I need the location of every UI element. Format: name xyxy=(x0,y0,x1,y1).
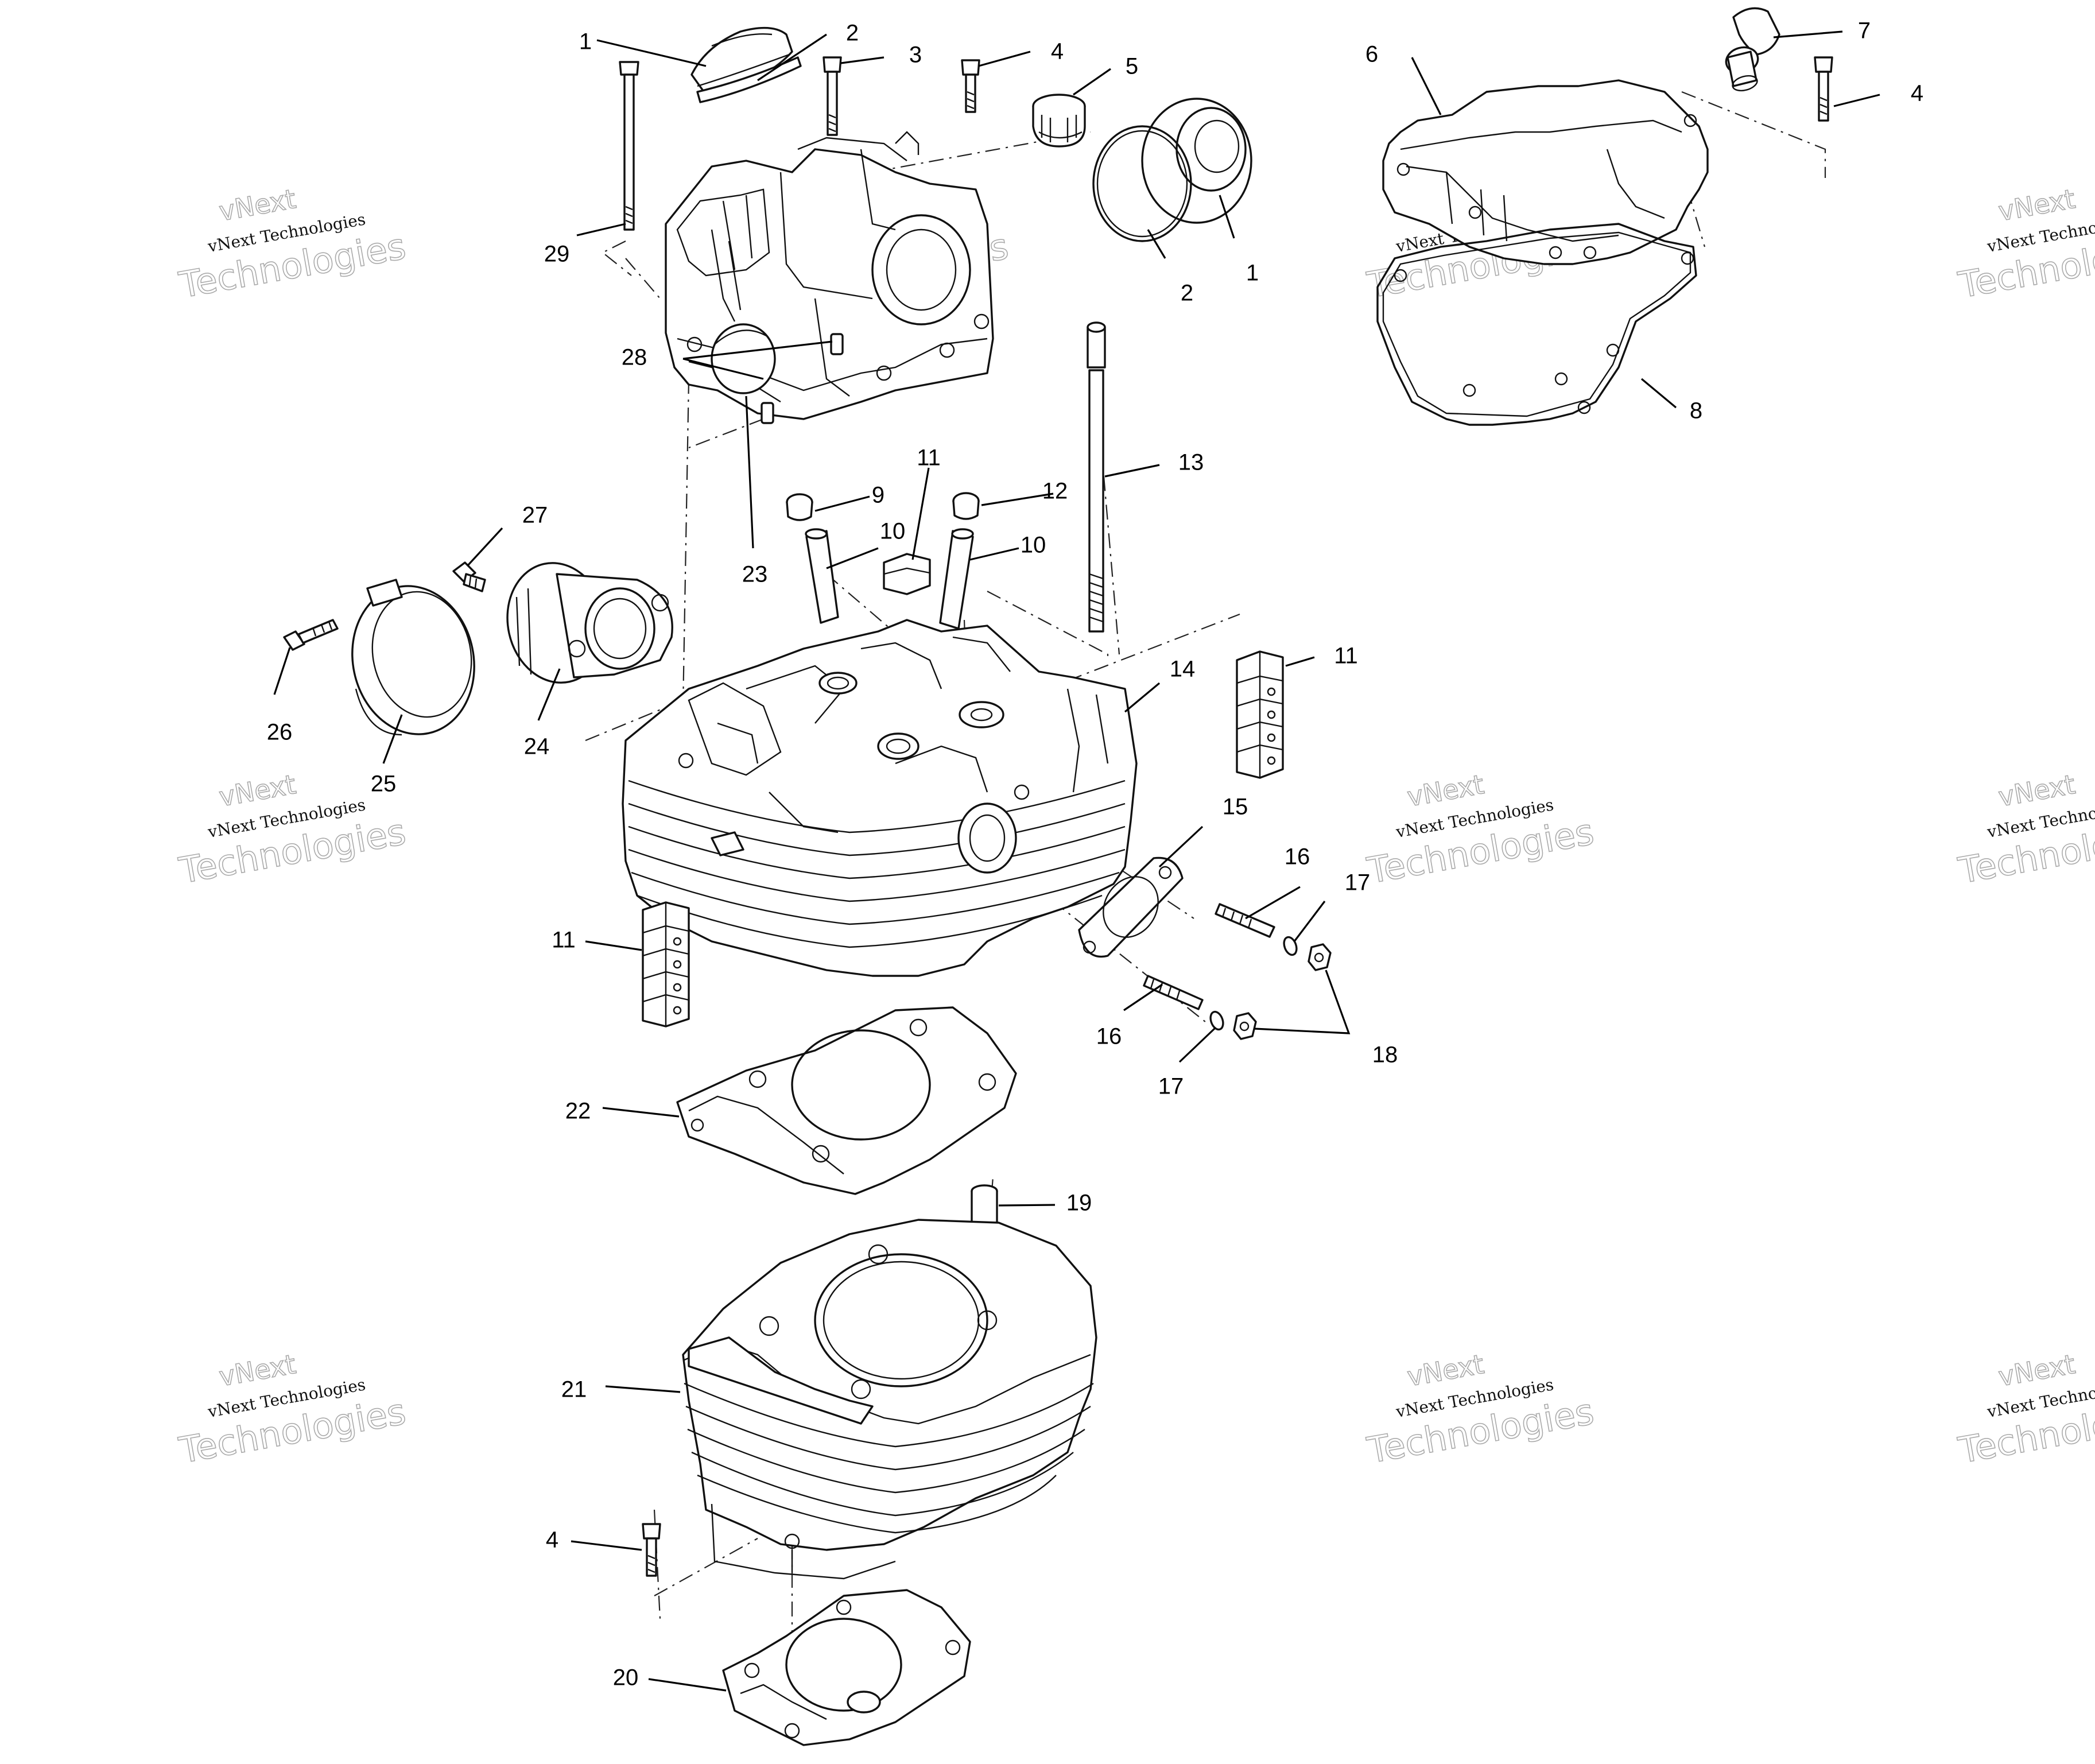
callout-16: 16 xyxy=(1285,844,1310,870)
long-stud-13 xyxy=(1087,321,1106,633)
svg-text:vNext: vNext xyxy=(1996,183,2078,227)
valve-seal-12 xyxy=(952,492,980,520)
callout-19: 19 xyxy=(1066,1191,1092,1216)
bracket-block-11 xyxy=(883,553,931,595)
bolt-3 xyxy=(823,56,842,136)
callout-20: 20 xyxy=(613,1665,639,1691)
callout-11: 11 xyxy=(1334,643,1358,669)
callout-24: 24 xyxy=(524,734,550,759)
callout-18: 18 xyxy=(1372,1042,1398,1068)
callout-labels: 1 2 3 4 5 2 1 29 6 7 4 8 28 13 9 11 12 1… xyxy=(267,18,1923,1691)
callout-4: 4 xyxy=(1051,39,1064,64)
bolt-4 xyxy=(1814,56,1833,122)
callout-23: 23 xyxy=(742,562,768,587)
plug-23 xyxy=(711,323,776,394)
callout-10: 10 xyxy=(880,519,906,544)
valve-seal-9 xyxy=(786,493,813,521)
cap-plug-5 xyxy=(1032,94,1086,148)
callout-1: 1 xyxy=(1246,261,1259,286)
callout-5: 5 xyxy=(1126,54,1138,79)
tappet-cover-1 xyxy=(1141,98,1252,224)
cylinder-head-14 xyxy=(622,619,1138,977)
washer-17 xyxy=(1283,936,1298,956)
washer-17 xyxy=(1209,1010,1224,1031)
svg-text:vNext: vNext xyxy=(1405,769,1487,813)
intake-boot-24 xyxy=(506,562,673,684)
cylinder-block-21 xyxy=(682,1219,1097,1580)
valve-cover-gasket-8 xyxy=(1376,223,1697,426)
dowel-19 xyxy=(971,1184,998,1227)
bolt-4 xyxy=(961,59,980,113)
callout-26: 26 xyxy=(267,720,293,745)
svg-text:vNext: vNext xyxy=(217,769,298,813)
watermark: vNext vNext Technologies Technologies xyxy=(1364,768,1597,892)
callout-14: 14 xyxy=(1170,657,1196,682)
callout-28: 28 xyxy=(622,345,647,370)
head-gasket-22 xyxy=(676,1006,1017,1195)
callout-27: 27 xyxy=(522,503,548,528)
stud-16 xyxy=(1215,903,1275,938)
callout-17: 17 xyxy=(1158,1074,1184,1099)
watermark: vNext vNext Technologies Technologies xyxy=(1364,1348,1597,1472)
callout-21: 21 xyxy=(561,1377,587,1402)
callout-29: 29 xyxy=(544,242,570,267)
callout-11: 11 xyxy=(552,928,576,953)
o-ring-2 xyxy=(1092,125,1192,242)
callout-6: 6 xyxy=(1365,42,1378,67)
base-gasket-20 xyxy=(722,1589,971,1746)
nut-18 xyxy=(1233,1012,1257,1040)
screw-26 xyxy=(283,619,339,651)
callout-13: 13 xyxy=(1178,450,1204,475)
svg-text:vNext: vNext xyxy=(1996,1348,2078,1393)
breather-elbow-7 xyxy=(1725,7,1780,92)
callout-17: 17 xyxy=(1345,870,1371,895)
callout-10: 10 xyxy=(1021,533,1046,558)
callout-4: 4 xyxy=(546,1527,558,1553)
callout-16: 16 xyxy=(1096,1024,1122,1049)
svg-text:vNext: vNext xyxy=(217,1348,298,1393)
watermark: vNext vNext Technologies Technologies xyxy=(176,1348,409,1472)
dowel-pins-28 xyxy=(761,333,844,424)
callout-11: 11 xyxy=(917,445,941,471)
callout-15: 15 xyxy=(1223,794,1248,820)
callout-25: 25 xyxy=(371,771,397,797)
watermark: vNext vNext Technologies Technologies xyxy=(1955,768,2095,892)
valve-guide-10 xyxy=(939,528,974,630)
watermark: vNext vNext Technologies Technologies xyxy=(1955,183,2095,307)
svg-text:vNext: vNext xyxy=(1405,1348,1487,1393)
nut-18 xyxy=(1308,943,1332,971)
bracket-blocks-11 xyxy=(642,901,690,1028)
callout-7: 7 xyxy=(1858,18,1871,44)
watermark: vNext vNext Technologies Technologies xyxy=(176,183,409,307)
bracket-blocks-11 xyxy=(1236,650,1284,779)
long-bolt-29 xyxy=(619,61,639,231)
callout-4: 4 xyxy=(1911,81,1923,106)
callout-12: 12 xyxy=(1042,479,1068,504)
valve-guide-10 xyxy=(805,528,839,624)
svg-text:vNext: vNext xyxy=(217,183,298,227)
valve-cover-6 xyxy=(1382,79,1709,265)
callout-2: 2 xyxy=(846,21,859,46)
watermark: vNext vNext Technologies Technologies xyxy=(1955,1348,2095,1472)
screw-27 xyxy=(452,561,486,592)
hose-clamp-25 xyxy=(351,579,475,736)
bolt-4 xyxy=(642,1523,661,1577)
callout-3: 3 xyxy=(909,42,922,68)
callout-1: 1 xyxy=(579,29,592,55)
callout-2: 2 xyxy=(1181,281,1193,306)
exhaust-gasket-15 xyxy=(1078,856,1184,958)
leader-lines xyxy=(273,30,1880,1692)
callout-9: 9 xyxy=(872,483,884,508)
callout-22: 22 xyxy=(565,1099,591,1124)
callout-8: 8 xyxy=(1690,398,1702,424)
svg-text:vNext: vNext xyxy=(1996,769,2078,813)
stud-16 xyxy=(1143,975,1204,1010)
